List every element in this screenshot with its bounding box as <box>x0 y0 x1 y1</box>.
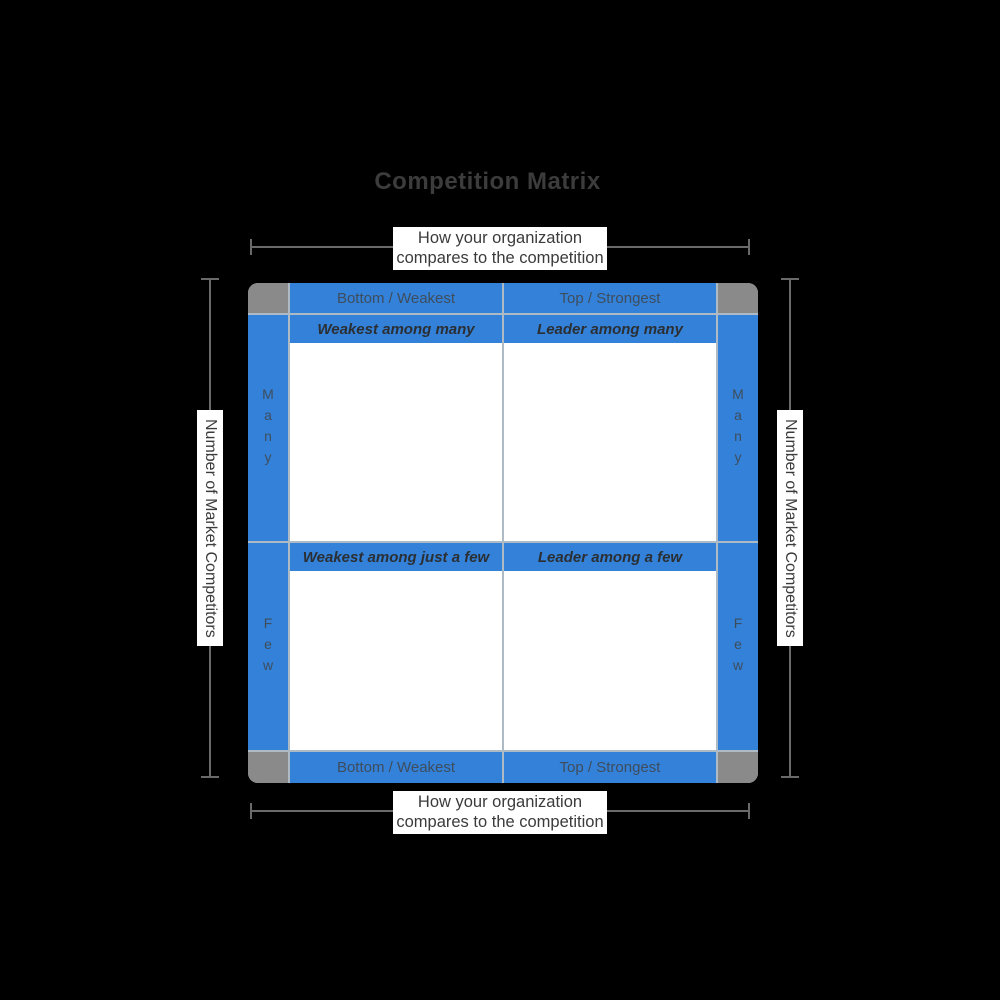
bottom-axis-label-line1: How your organization <box>417 793 583 811</box>
bottom-axis-label: How your organization compares to the co… <box>393 791 607 834</box>
corner-cell-top-right <box>718 283 758 313</box>
competition-matrix: Bottom / Weakest Top / Strongest Many We… <box>248 283 758 783</box>
column-header-bottom-bottom-weakest: Bottom / Weakest <box>290 752 502 783</box>
row-header-many-left: Many <box>248 315 288 541</box>
quadrant-bottom-left-body <box>290 571 502 750</box>
quadrant-bottom-right-title: Leader among a few <box>504 543 716 571</box>
left-axis-label-text: Number of Market Competitors <box>202 418 219 638</box>
corner-cell-bottom-right <box>718 752 758 783</box>
quadrant-bottom-right: Leader among a few <box>504 543 716 750</box>
column-header-bottom-top-strongest: Top / Strongest <box>504 752 716 783</box>
row-header-few-right: Few <box>718 543 758 750</box>
diagram-title: Competition Matrix <box>374 168 601 195</box>
row-header-few-left: Few <box>248 543 288 750</box>
corner-cell-top-left <box>248 283 288 313</box>
right-axis-label: Number of Market Competitors <box>777 410 803 646</box>
right-axis-label-text: Number of Market Competitors <box>782 418 799 638</box>
quadrant-bottom-left: Weakest among just a few <box>290 543 502 750</box>
row-header-few-left-text: Few <box>260 615 276 678</box>
left-axis-label: Number of Market Competitors <box>197 410 223 646</box>
top-axis-label-line2: compares to the competition <box>396 249 604 267</box>
row-header-few-right-text: Few <box>730 615 746 678</box>
row-header-many-left-text: Many <box>260 386 276 470</box>
top-axis-label: How your organization compares to the co… <box>393 227 607 270</box>
row-header-many-right-text: Many <box>730 386 746 470</box>
quadrant-top-right-title: Leader among many <box>504 315 716 343</box>
top-axis-label-line1: How your organization <box>417 229 583 247</box>
quadrant-top-left-body <box>290 343 502 541</box>
row-header-many-right: Many <box>718 315 758 541</box>
column-header-top-bottom-weakest: Bottom / Weakest <box>290 283 502 313</box>
bottom-axis-label-line2: compares to the competition <box>396 813 604 831</box>
quadrant-bottom-right-body <box>504 571 716 750</box>
quadrant-top-right-body <box>504 343 716 541</box>
quadrant-bottom-left-title: Weakest among just a few <box>290 543 502 571</box>
corner-cell-bottom-left <box>248 752 288 783</box>
quadrant-top-left: Weakest among many <box>290 315 502 541</box>
column-header-top-top-strongest: Top / Strongest <box>504 283 716 313</box>
quadrant-top-left-title: Weakest among many <box>290 315 502 343</box>
quadrant-top-right: Leader among many <box>504 315 716 541</box>
